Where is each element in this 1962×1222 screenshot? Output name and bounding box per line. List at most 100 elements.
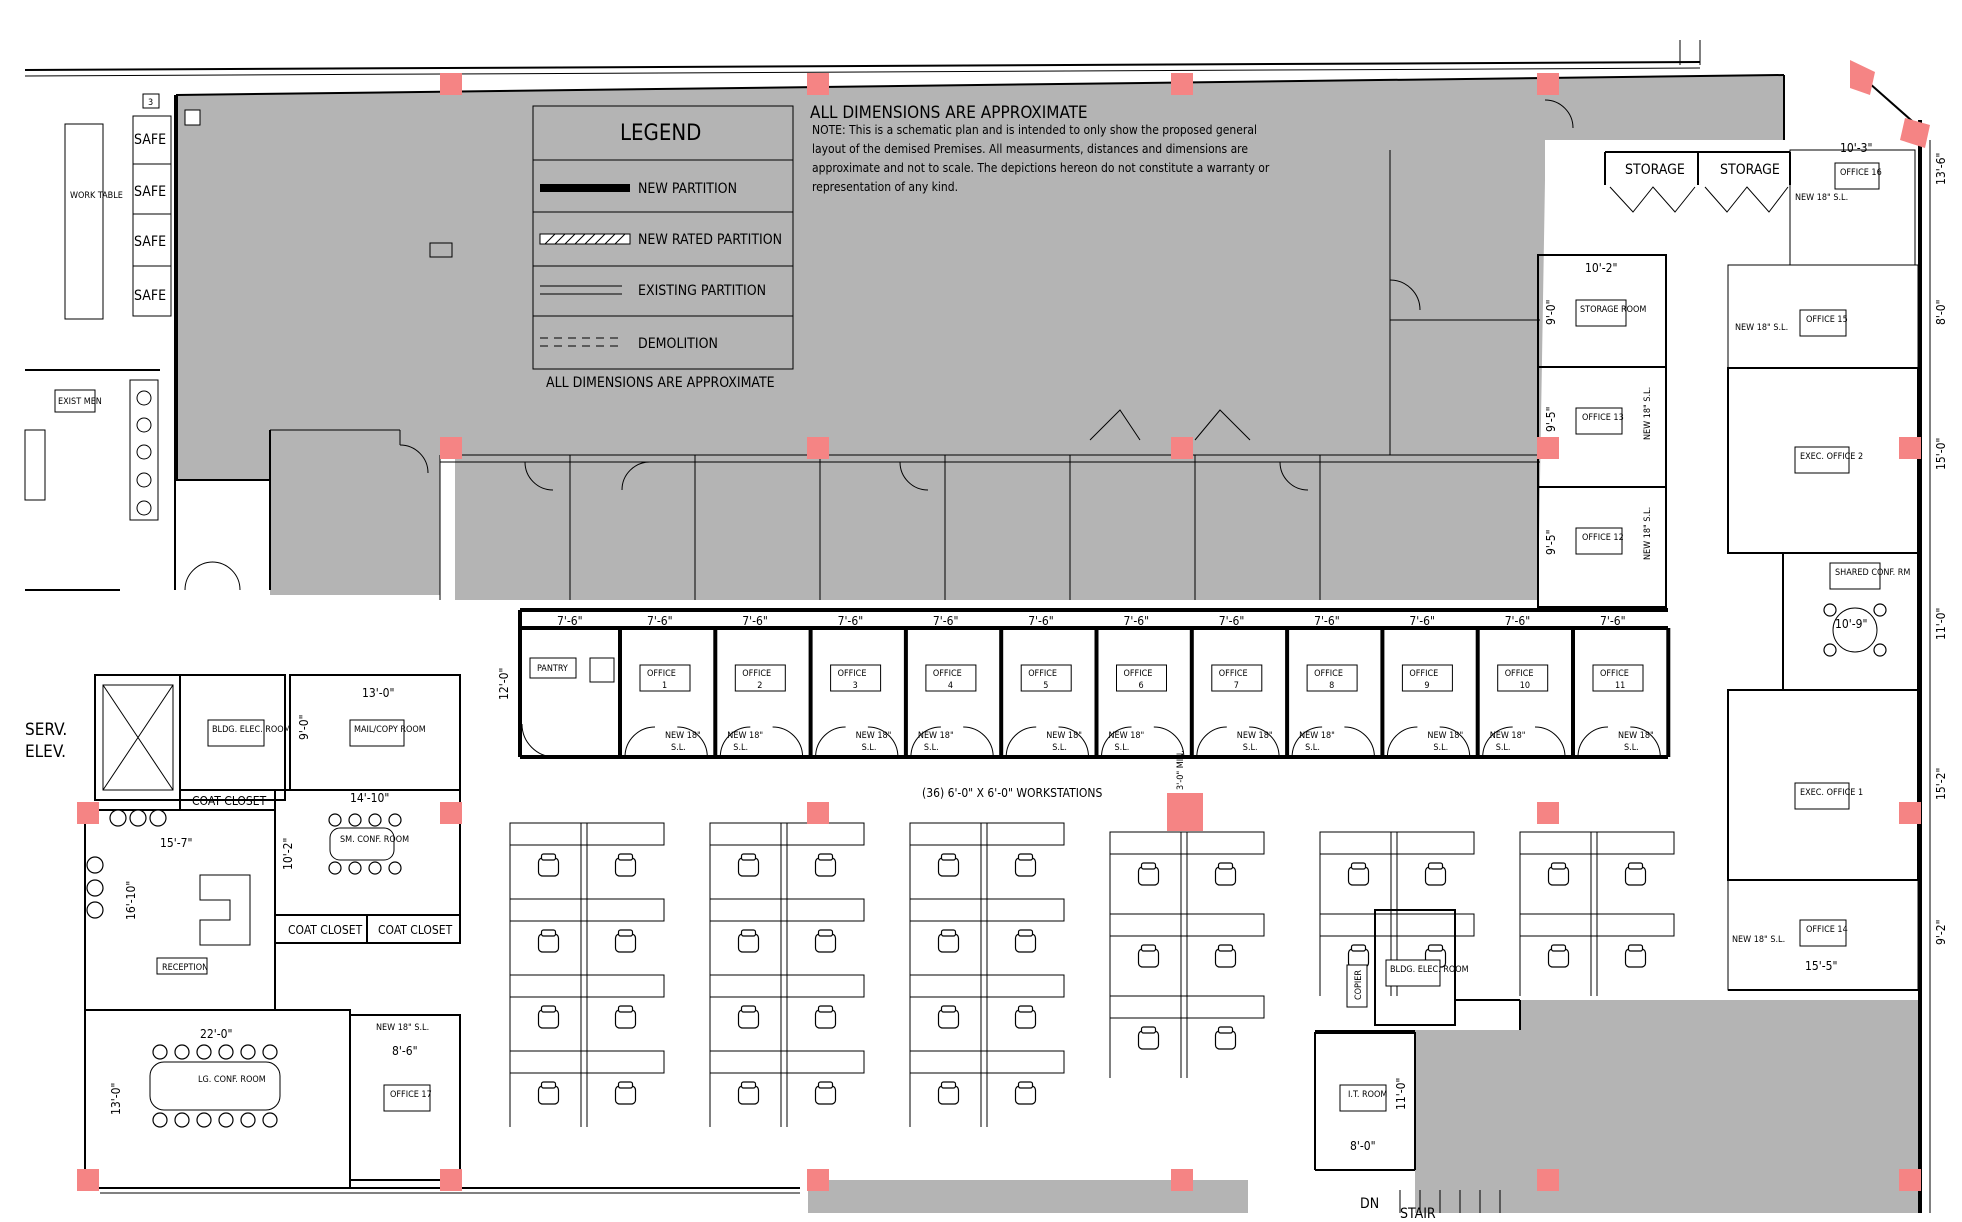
sl-office-13: NEW 18" S.L. [1643,387,1653,440]
bldg-elec-2-label: BLDG. ELEC. ROOM [1390,965,1469,975]
workstation-chair [814,1005,837,1029]
workstation-chair [1547,862,1570,886]
column-marker [1900,118,1930,148]
workstation-chair [814,1081,837,1105]
legend-item-new-partition: NEW PARTITION [638,181,737,197]
workstation-cluster-1 [509,822,665,1127]
workstation-chair [737,1005,760,1029]
exec-office-2-label: EXEC. OFFICE 2 [1800,452,1863,462]
dim-15-0: 15'-0" [1934,438,1948,470]
column-marker [1537,73,1559,95]
shaded-areas [176,75,1922,1213]
copier-label: COPIER [1354,970,1364,1000]
office-2-label: OFFICE [742,669,771,679]
right-offices: STORAGE STORAGE OFFICE 16 10'-3" NEW 18"… [1537,141,1948,991]
workstation-chair [1624,944,1647,968]
coat-closet-1-label: COAT CLOSET [192,794,267,808]
column-marker [440,73,462,95]
office-dim-3: 7'-6" [838,614,864,628]
coat-closet-3-label: COAT CLOSET [378,923,453,937]
workstation-chair [814,853,837,877]
legend-title: LEGEND [620,121,701,146]
column-marker [807,1169,829,1191]
column-marker [1537,437,1559,459]
office-8-sl2: S.L. [1305,743,1320,753]
office-10-sl: NEW 18" [1490,731,1526,741]
office-5-sl2: S.L. [1052,743,1067,753]
office-6-label: OFFICE [1124,669,1153,679]
column-marker [807,437,829,459]
office-dim-6: 7'-6" [1124,614,1150,628]
office-1-number: 1 [662,681,667,691]
column-marker [1537,802,1559,824]
office-2-sl: NEW 18" [727,731,763,741]
workstation-chair [937,1005,960,1029]
workstation-clusters [509,822,1675,1127]
workstation-chair [737,853,760,877]
office-9-label: OFFICE [1409,669,1438,679]
dim-13-6: 13'-6" [1934,153,1948,185]
office-17-label: OFFICE 17 [390,1090,432,1100]
office-5-label: OFFICE [1028,669,1057,679]
dim-3-0-min: 3'-0" MIN. [1176,750,1186,790]
workstation-chair [814,929,837,953]
office-6-sl: NEW 18" [1109,731,1145,741]
dim-10-9: 10'-9" [1835,617,1867,631]
office-11-label: OFFICE [1600,669,1629,679]
shaded-west-sub [270,430,440,595]
key-number-3: 3 [148,98,153,108]
safe-4-label: SAFE [134,288,166,304]
notes-line-2: layout of the demised Premises. All meas… [812,142,1248,156]
dim-10-2: 10'-2" [1585,261,1617,275]
office-dim-9: 7'-6" [1409,614,1435,628]
office-8-number: 8 [1329,681,1334,691]
workstation-chair [737,929,760,953]
office-8-sl: NEW 18" [1299,731,1335,741]
office-dim-1: 7'-6" [647,614,673,628]
sl-office-17: NEW 18" S.L. [376,1023,429,1033]
workstation-chair [537,853,560,877]
office-dim-8: 7'-6" [1314,614,1340,628]
workstation-chair [1014,1081,1037,1105]
workstation-chair [937,929,960,953]
office-5-sl: NEW 18" [1046,731,1082,741]
office-2-sl2: S.L. [733,743,748,753]
office-1-sl2: S.L. [671,743,686,753]
column-marker [1537,1169,1559,1191]
legend-item-existing-partition: EXISTING PARTITION [638,283,766,299]
dim-15-2: 15'-2" [1934,768,1948,800]
office-13-label: OFFICE 13 [1582,413,1624,423]
dim-22-0: 22'-0" [200,1027,232,1041]
office-1-sl: NEW 18" [665,731,701,741]
office-4-label: OFFICE [933,669,962,679]
column-marker [1899,437,1921,459]
workstation-chair [1214,1026,1237,1050]
workstation-chair [614,1005,637,1029]
office-7-sl: NEW 18" [1237,731,1273,741]
dim-9-5: 9'-5" [1544,406,1558,432]
legend-item-demolition: DEMOLITION [638,336,718,352]
office-7-number: 7 [1234,681,1239,691]
office-3-sl2: S.L. [862,743,877,753]
workstation-chair [737,1081,760,1105]
storage-1-label: STORAGE [1625,162,1685,178]
office-9-sl: NEW 18" [1427,731,1463,741]
office-dim-5: 7'-6" [1028,614,1054,628]
workstation-chair [1347,862,1370,886]
lg-conf-label: LG. CONF. ROOM [198,1075,266,1085]
exec-office-1-label: EXEC. OFFICE 1 [1800,788,1863,798]
office-dim-4: 7'-6" [933,614,959,628]
workstation-chair [1214,862,1237,886]
office-11-sl: NEW 18" [1618,731,1654,741]
office-10-sl2: S.L. [1496,743,1511,753]
workstation-chair [1014,853,1037,877]
dim-14-10: 14'-10" [350,791,389,805]
workstation-cluster-3 [909,822,1065,1127]
workstation-chair [1137,862,1160,886]
notes-line-1: NOTE: This is a schematic plan and is in… [812,123,1257,137]
office-6-sl2: S.L. [1115,743,1130,753]
office-3-label: OFFICE [838,669,867,679]
dim-8-0b: 8'-0" [1350,1139,1376,1153]
column-marker [1171,73,1193,95]
notes-block: ALL DIMENSIONS ARE APPROXIMATE NOTE: Thi… [810,103,1270,194]
